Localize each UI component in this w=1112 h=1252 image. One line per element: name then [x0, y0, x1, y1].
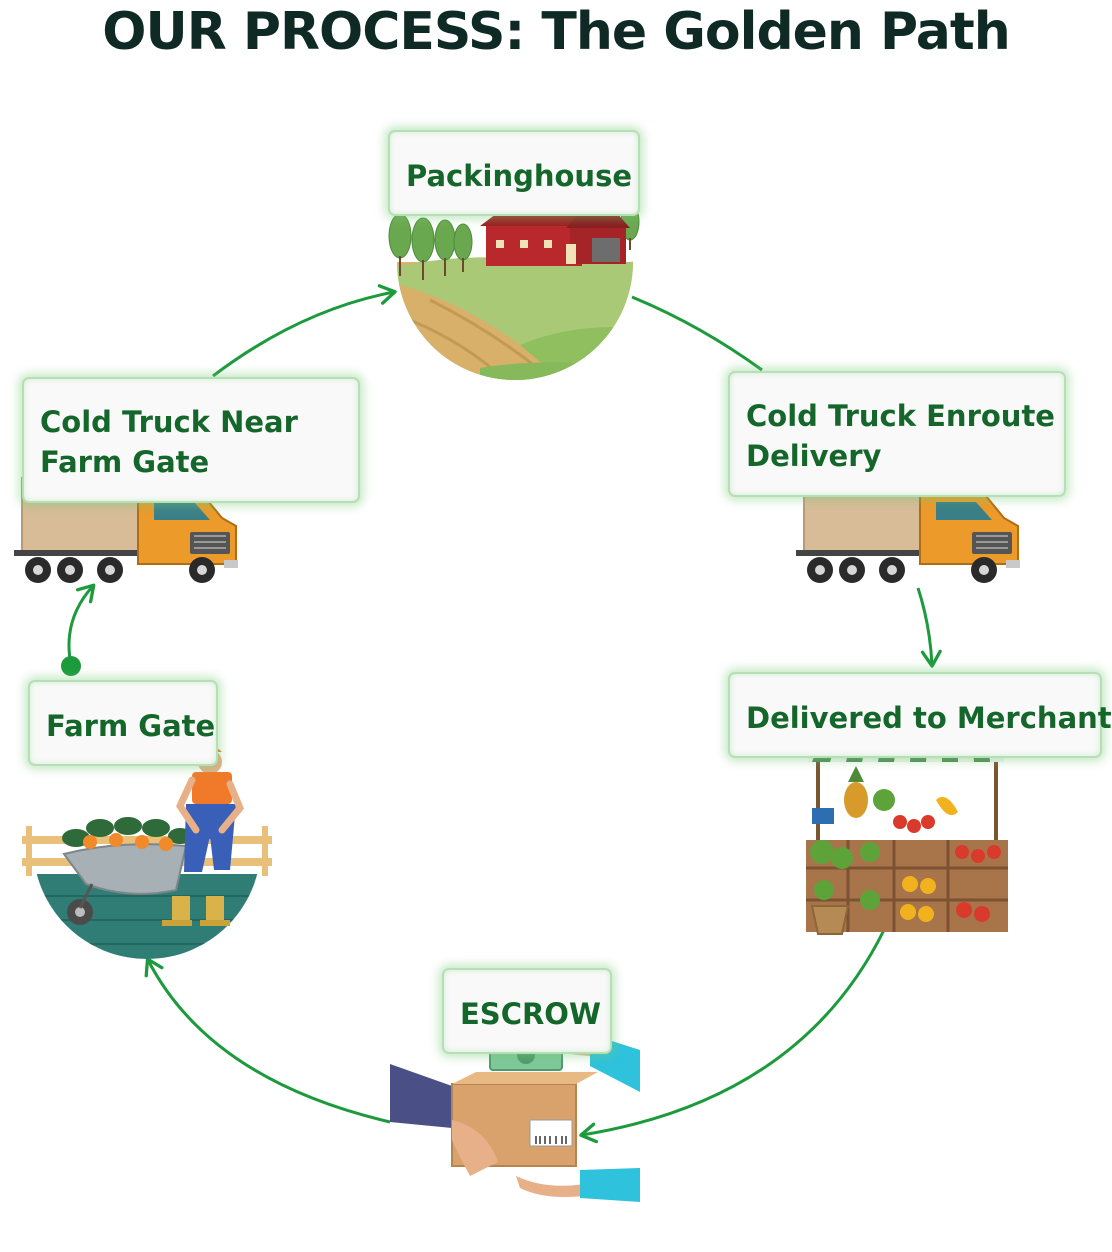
step-packinghouse: Packinghouse [388, 130, 640, 216]
step-cold-truck-enroute-line1: Cold Truck Enroute [746, 399, 1055, 433]
step-cold-truck-near-line2: Farm Gate [40, 445, 210, 479]
step-cold-truck-near-line1: Cold Truck Near [40, 405, 298, 439]
step-cold-truck-near: Cold Truck Near Farm Gate [22, 377, 360, 503]
path-start-dot [61, 656, 81, 676]
arrow-escrow-to-farmgate [144, 957, 391, 1124]
arrow-merchant-to-escrow [579, 929, 886, 1144]
step-delivered-to-merchant-label: Delivered to Merchant [746, 701, 1112, 735]
arrow-packinghouse-to-enroute [631, 295, 763, 372]
arrow-enroute-to-merchant [916, 587, 942, 668]
step-farm-gate: Farm Gate [28, 680, 218, 766]
step-farm-gate-label: Farm Gate [46, 709, 216, 743]
arrow-near-to-packinghouse [212, 284, 397, 378]
escrow-illustration [390, 1033, 640, 1202]
step-cold-truck-enroute-line2: Delivery [746, 439, 882, 473]
step-delivered-to-merchant: Delivered to Merchant [728, 672, 1112, 758]
page-title: OUR PROCESS: The Golden Path [102, 2, 1010, 62]
packinghouse-illustration [388, 202, 640, 380]
market-stall-illustration [806, 736, 1008, 935]
arrow-farmgate-to-near [67, 583, 96, 666]
step-escrow: ESCROW [442, 968, 612, 1054]
step-packinghouse-label: Packinghouse [406, 159, 633, 193]
step-cold-truck-enroute: Cold Truck Enroute Delivery [728, 371, 1066, 497]
step-escrow-label: ESCROW [460, 997, 601, 1031]
farm-gate-illustration [22, 746, 272, 959]
